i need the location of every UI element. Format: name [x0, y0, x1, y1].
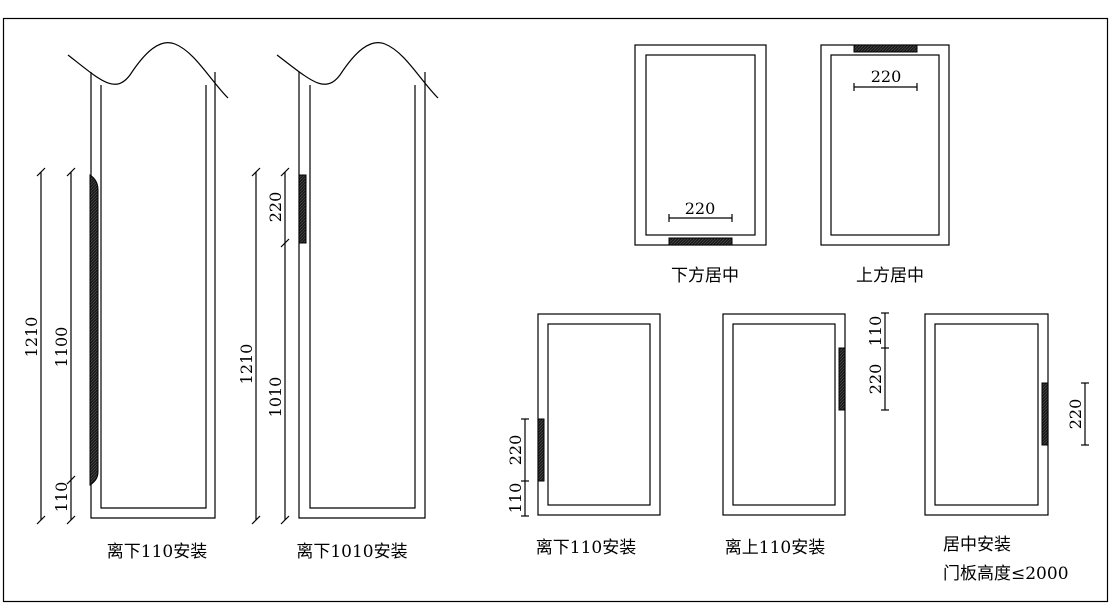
door-outer-outline	[298, 72, 426, 519]
frame-inner	[732, 323, 836, 506]
dim-label-220: 220	[871, 67, 902, 86]
dim-tick	[66, 475, 76, 485]
handle-bar	[853, 44, 918, 53]
caption-plan-3: 离下110安装	[536, 538, 636, 558]
caption-plan-1: 下方居中	[671, 266, 739, 286]
caption-elevation-1: 离下110安装	[107, 542, 207, 562]
dim-label-1010: 1010	[266, 377, 285, 418]
plan-center	[924, 313, 1089, 516]
dim-label-1210: 1210	[237, 344, 256, 385]
door-outer-outline	[90, 72, 216, 519]
dim-tick	[66, 515, 76, 525]
plan-top-center	[820, 44, 950, 246]
dim-tick	[66, 167, 76, 177]
plan-bottom-110	[521, 313, 661, 517]
frame-inner	[645, 54, 756, 236]
caption-plan-2: 上方居中	[856, 266, 924, 286]
dim-label-220: 220	[506, 435, 525, 466]
frame-outer	[722, 313, 846, 516]
frame-inner	[830, 54, 940, 236]
handle-bar	[89, 174, 99, 486]
dim-tick	[280, 167, 290, 177]
drawing-frame	[2, 17, 1109, 603]
break-line	[276, 42, 439, 99]
frame-outer	[924, 313, 1049, 516]
caption-plan-5-note: 门板高度≤2000	[943, 564, 1069, 584]
handle-bar	[298, 174, 307, 244]
dim-label-220: 220	[866, 364, 885, 395]
dim-label-220: 220	[266, 192, 285, 223]
dim-label-110: 110	[506, 483, 525, 514]
handle-bar	[668, 237, 733, 246]
frame-outer	[537, 313, 661, 516]
dim-tick	[36, 515, 46, 525]
plan-bottom-center	[634, 44, 767, 246]
caption-plan-5: 居中安装	[943, 535, 1011, 555]
break-line	[67, 42, 229, 99]
handle-bar	[537, 418, 545, 482]
caption-elevation-2: 离下1010安装	[296, 542, 407, 562]
handle-bar	[1041, 382, 1049, 446]
dim-label-1210: 1210	[22, 317, 41, 358]
door-elevation-2	[251, 42, 439, 525]
door-inner-outline	[309, 85, 416, 509]
door-elevation-1	[36, 42, 229, 525]
dim-tick	[280, 238, 290, 248]
caption-plan-4: 离上110安装	[725, 538, 825, 558]
handle-bar	[838, 347, 846, 411]
dim-label-110: 110	[866, 316, 885, 347]
frame-inner	[934, 323, 1039, 506]
dim-label-1100: 1100	[52, 327, 71, 368]
dim-tick	[280, 515, 290, 525]
dim-tick	[251, 167, 261, 177]
dim-label-220: 220	[685, 199, 716, 218]
dim-label-110: 110	[52, 482, 71, 513]
dim-tick	[36, 167, 46, 177]
plan-top-110	[722, 312, 889, 516]
frame-inner	[547, 323, 651, 506]
dim-tick	[251, 515, 261, 525]
door-inner-outline	[100, 85, 207, 509]
dim-label-220: 220	[1066, 399, 1085, 430]
